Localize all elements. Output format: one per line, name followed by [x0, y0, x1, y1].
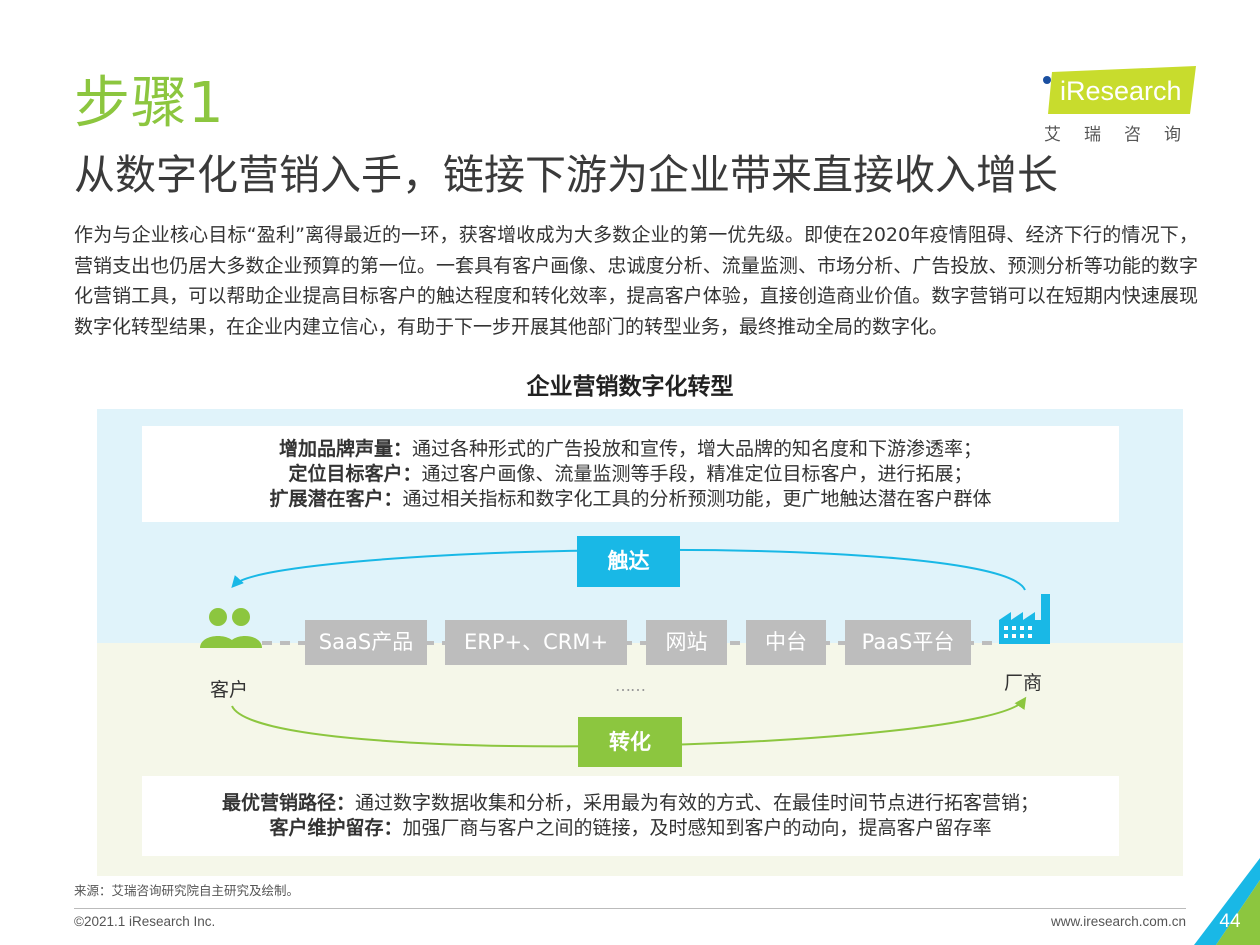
page-title: 从数字化营销入手，链接下游为企业带来直接收入增长	[74, 151, 1058, 199]
convert-benefit-row: 最优营销路径：通过数字数据收集和分析，采用最为有效的方式、在最佳时间节点进行拓客…	[221, 792, 1040, 814]
channel-ellipsis: ……	[615, 676, 646, 695]
convert-benefit-row: 客户维护留存：加强厂商与客户之间的链接，及时感知到客户的动向，提高客户留存率	[269, 817, 992, 839]
footer-divider	[74, 908, 1186, 909]
page-number: 44	[1219, 911, 1241, 932]
convert-benefits-box: 最优营销路径：通过数字数据收集和分析，采用最为有效的方式、在最佳时间节点进行拓客…	[142, 776, 1119, 856]
logo-chinese-text: 艾瑞咨询	[1044, 125, 1204, 145]
logo-brand-text: iResearch	[1060, 76, 1182, 106]
logo-banner-shape	[1043, 66, 1196, 114]
convert-tag: 转化	[578, 717, 682, 767]
reach-benefit-row: 定位目标客户：通过客户画像、流量监测等手段，精准定位目标客户，进行拓展；	[288, 463, 973, 485]
intro-paragraph: 作为与企业核心目标“盈利”离得最近的一环，获客增收成为大多数企业的第一优先级。即…	[74, 224, 1198, 338]
reach-benefits-box: 增加品牌声量：通过各种形式的广告投放和宣传，增大品牌的知名度和下游渗透率； 定位…	[142, 426, 1119, 522]
channel-pill-saas: SaaS产品	[305, 620, 427, 665]
reach-tag: 触达	[577, 536, 680, 587]
vendor-label: 厂商	[1004, 672, 1043, 694]
iresearch-logo: iResearch 艾瑞咨询	[1038, 64, 1198, 146]
diagram-title: 企业营销数字化转型	[526, 374, 734, 400]
copyright: ©2021.1 iResearch Inc.	[74, 914, 216, 929]
channel-pill-website: 网站	[646, 620, 727, 665]
reach-benefit-row: 增加品牌声量：通过各种形式的广告投放和宣传，增大品牌的知名度和下游渗透率；	[278, 438, 983, 460]
page-corner-decoration	[1194, 858, 1260, 945]
website-link[interactable]: www.iresearch.com.cn	[1050, 914, 1186, 929]
factory-icon	[999, 594, 1050, 644]
channel-pill-paas: PaaS平台	[845, 620, 971, 665]
reach-benefit-row: 扩展潜在客户：通过相关指标和数字化工具的分析预测功能，更广地触达潜在客户群体	[269, 488, 992, 510]
customer-label: 客户	[210, 679, 249, 701]
source-note: 来源：艾瑞咨询研究院自主研究及绘制。	[74, 883, 300, 898]
channel-pill-erp-crm: ERP+、CRM+	[445, 620, 627, 665]
customer-group-icon	[200, 608, 262, 648]
step-label: 步骤1	[74, 71, 225, 136]
channel-pill-middle-platform: 中台	[746, 620, 826, 665]
